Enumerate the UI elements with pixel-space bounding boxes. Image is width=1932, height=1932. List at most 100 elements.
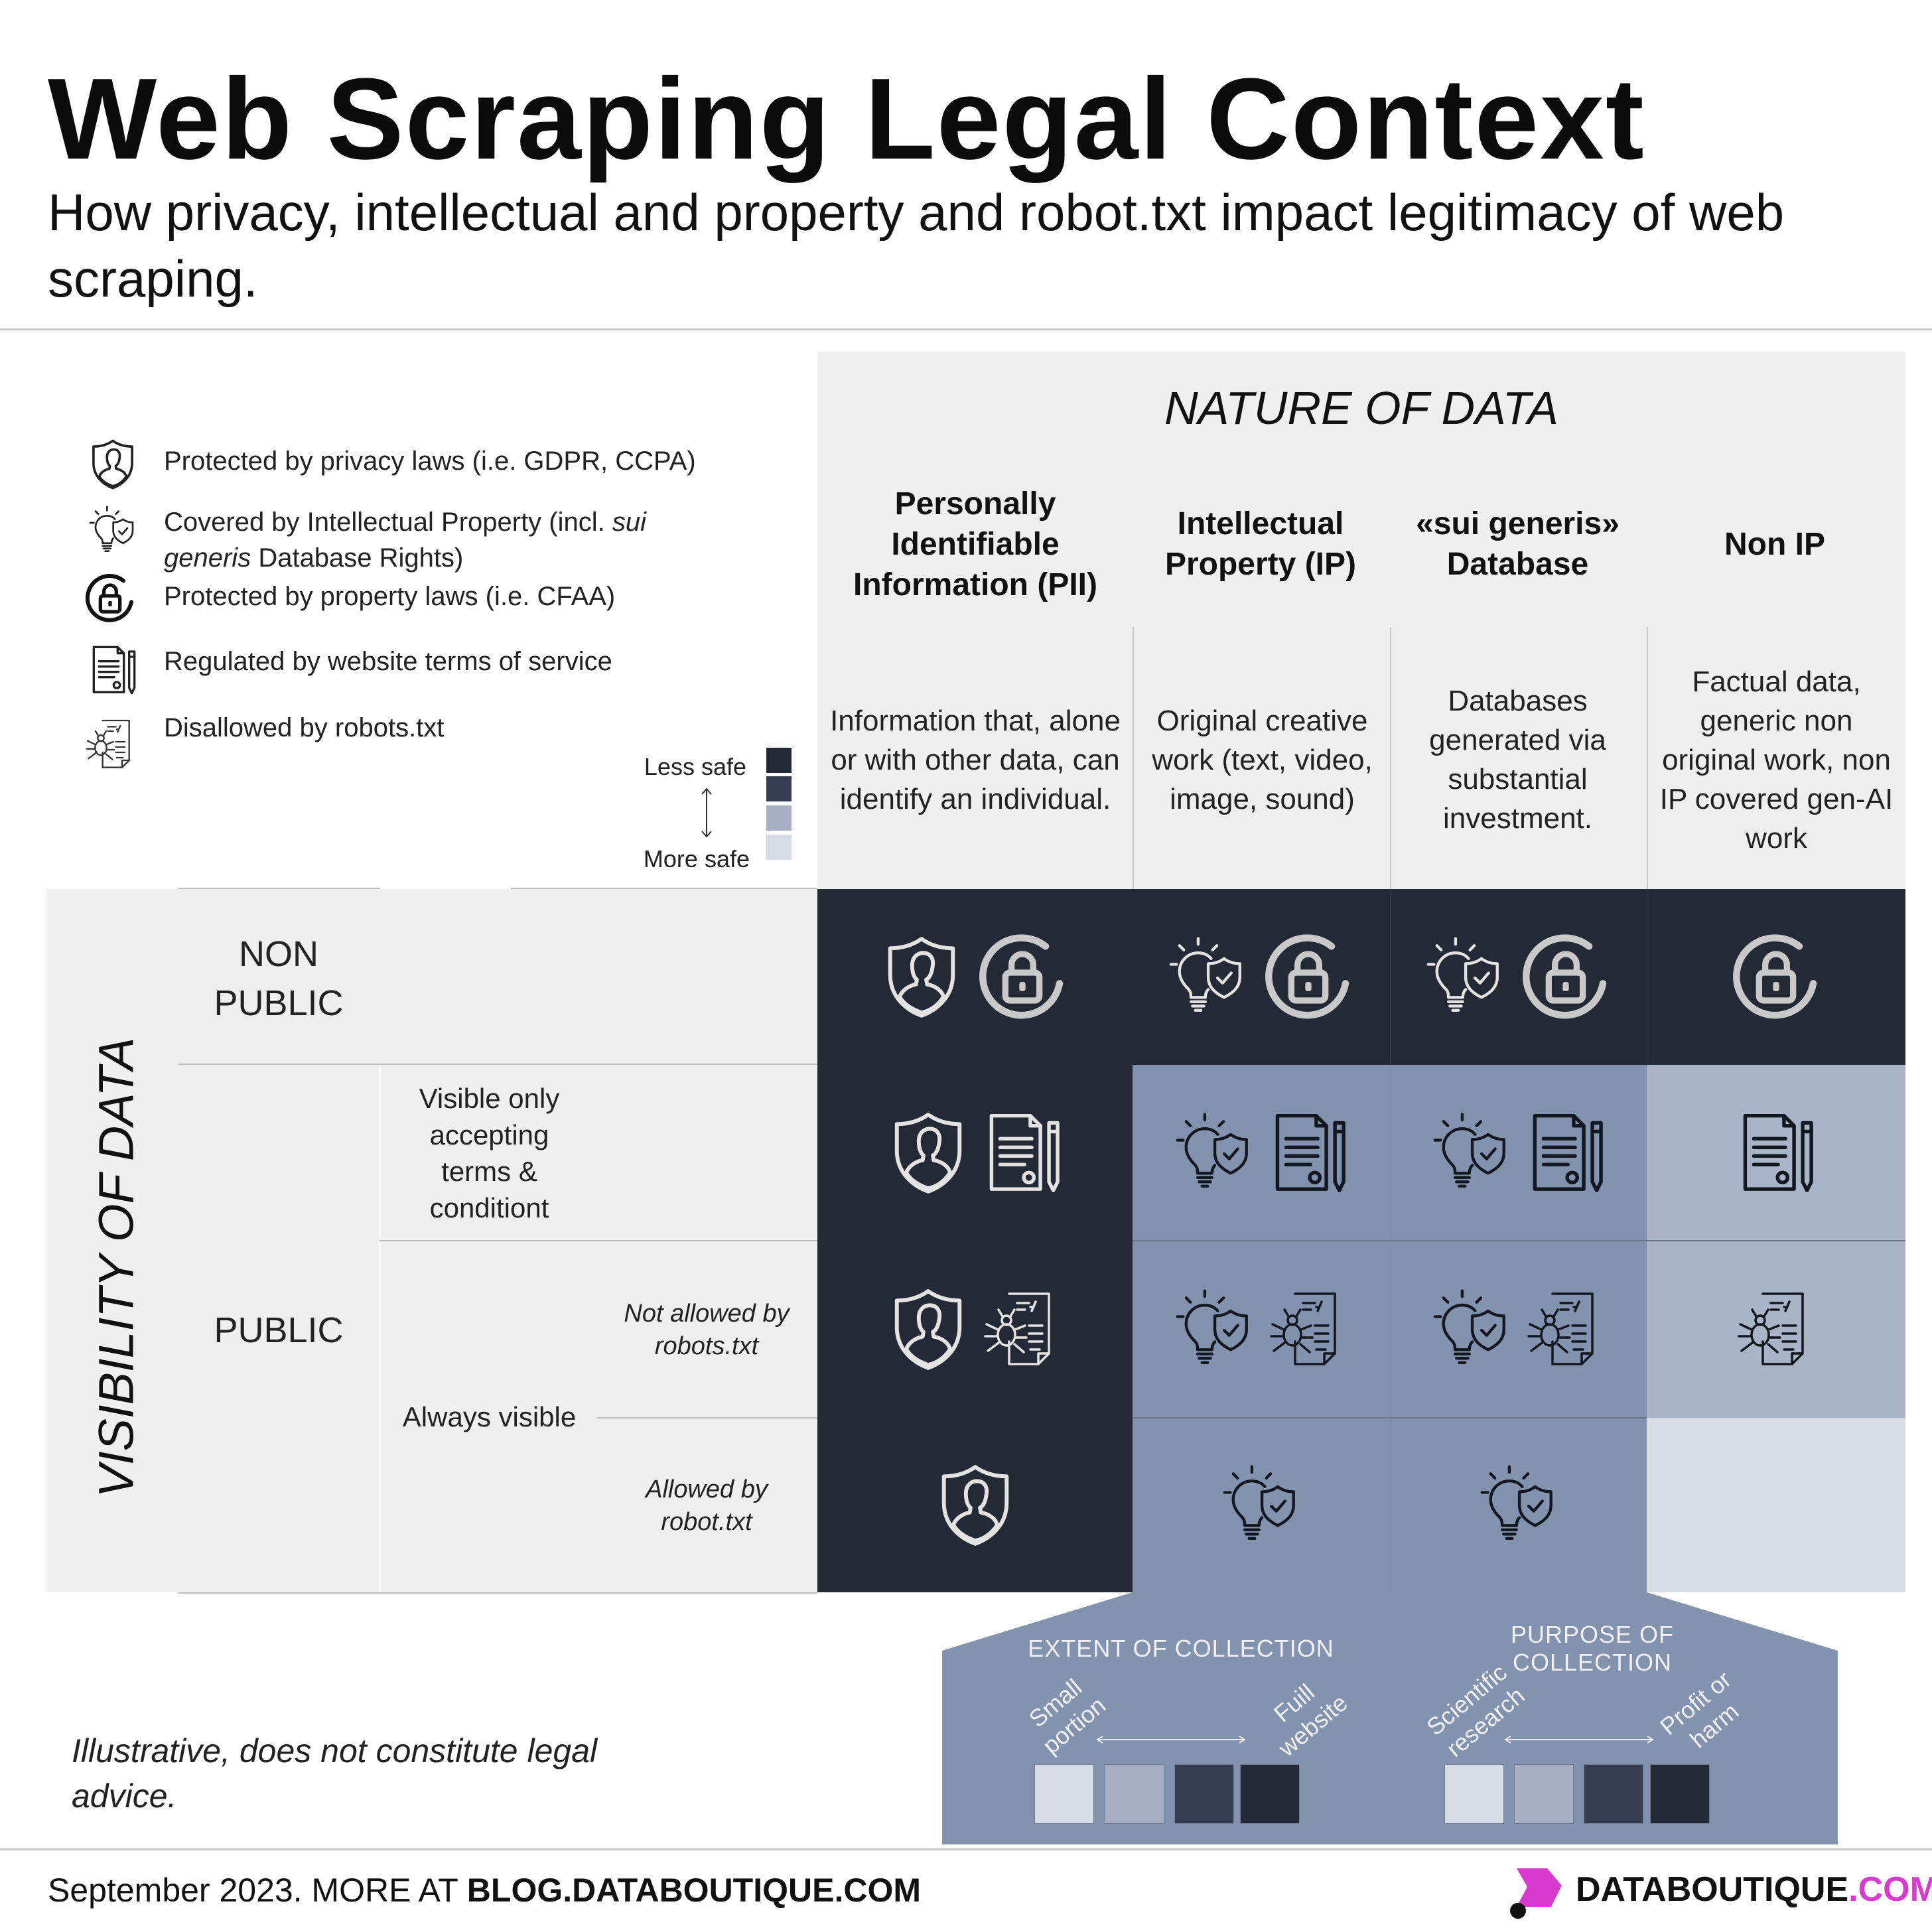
lock-circle-icon	[84, 572, 137, 625]
scale-swatch-3	[766, 805, 792, 831]
cell-robots-sui-generis	[1390, 1241, 1647, 1418]
vis-row-rule-2	[380, 1240, 817, 1241]
shield-person-icon	[935, 1462, 1015, 1549]
visibility-of-data-title: VISIBILITY OF DATA	[88, 1037, 144, 1497]
column-header-sui-generis: «sui generis» Database	[1416, 506, 1620, 582]
robots-bug-icon	[1736, 1286, 1816, 1373]
robots-bug-icon	[1269, 1286, 1348, 1373]
footer-text: September 2023. MORE AT BLOG.DATABOUTIQU…	[48, 1872, 922, 1909]
scale-arrow-icon	[701, 788, 712, 838]
document-pen-icon	[86, 644, 139, 697]
shield-person-icon	[882, 934, 961, 1020]
nature-of-data-title: NATURE OF DATA	[1164, 382, 1558, 434]
document-pen-icon	[1736, 1110, 1816, 1196]
cell-terms-non-ip	[1647, 1065, 1905, 1241]
blog-link[interactable]: BLOG.DATABOUTIQUE.COM	[466, 1872, 922, 1909]
lightbulb-shield-icon	[1221, 1462, 1301, 1549]
header-divider-3	[1647, 627, 1648, 889]
cell-nonpublic-sui-generis	[1390, 889, 1647, 1065]
page-title: Web Scraping Legal Context	[48, 54, 1645, 183]
scale-more-safe: More safe	[643, 845, 750, 872]
purpose-swatch-3	[1584, 1764, 1643, 1824]
header-divider-2	[1390, 627, 1391, 889]
robots-bug-icon	[983, 1286, 1062, 1373]
cell-robots-ip	[1133, 1241, 1390, 1418]
scale-swatch-1	[766, 748, 792, 773]
lightbulb-shield-icon	[1174, 1286, 1254, 1373]
row-label-not-allowed: Not allowed by robots.txt	[624, 1300, 790, 1360]
row-label-public: PUBLIC	[214, 1310, 344, 1350]
grid-vline-1	[1390, 1065, 1391, 1592]
column-header-non-ip: Non IP	[1724, 526, 1825, 562]
column-desc-sui-generis: Databases generated via substantial inve…	[1429, 685, 1606, 835]
grid-rule-1	[1133, 1240, 1905, 1241]
cell-nonpublic-non-ip	[1647, 889, 1905, 1065]
purpose-swatch-4	[1650, 1764, 1710, 1824]
cell-allowed-ip	[1133, 1418, 1390, 1592]
extent-swatch-3	[1174, 1764, 1234, 1824]
document-pen-icon	[983, 1110, 1062, 1196]
extent-swatch-2	[1105, 1764, 1164, 1824]
lock-circle-icon	[1730, 931, 1823, 1024]
extent-swatch-1	[1034, 1764, 1094, 1824]
cell-robots-pii	[817, 1241, 1133, 1418]
cell-allowed-pii	[817, 1418, 1133, 1592]
document-pen-icon	[1269, 1110, 1348, 1196]
row-label-always-visible: Always visible	[402, 1401, 577, 1432]
cell-terms-ip	[1133, 1065, 1390, 1241]
purpose-title: PURPOSE OF COLLECTION	[1510, 1621, 1675, 1676]
vis-top-rule-1	[178, 888, 380, 889]
column-desc-pii: Information that, alone or with other da…	[830, 704, 1121, 815]
row-label-non-public: NON PUBLIC	[214, 934, 344, 1023]
databoutique-logo-icon	[1510, 1868, 1562, 1919]
lock-circle-icon	[1519, 931, 1612, 1024]
legend-item-privacy: Protected by privacy laws (i.e. GDPR, CC…	[164, 447, 696, 476]
legend-item-robots: Disallowed by robots.txt	[164, 713, 445, 742]
row-label-allowed: Allowed by robot.txt	[646, 1476, 768, 1536]
lightbulb-shield-icon	[86, 504, 139, 557]
legend-item-property: Protected by property laws (i.e. CFAA)	[164, 582, 616, 611]
document-pen-icon	[1526, 1110, 1606, 1196]
legend-item-terms: Regulated by website terms of service	[164, 647, 612, 676]
lightbulb-shield-icon	[1174, 1110, 1254, 1196]
header-divider	[0, 328, 1932, 330]
cell-terms-pii	[817, 1065, 1133, 1241]
shield-person-icon	[888, 1110, 968, 1196]
shield-person-icon	[86, 438, 139, 491]
vis-col-divider	[380, 1065, 381, 1592]
scale-less-safe: Less safe	[644, 753, 746, 780]
lightbulb-shield-icon	[1432, 1110, 1511, 1196]
cell-nonpublic-ip	[1133, 889, 1390, 1065]
nature-header-panel	[817, 352, 1905, 889]
lock-circle-icon	[1262, 931, 1355, 1024]
shield-person-icon	[888, 1286, 968, 1373]
disclaimer: Illustrative, does not constitute legal …	[72, 1732, 598, 1815]
vis-row-rule-1	[178, 1064, 817, 1065]
page-subtitle: How privacy, intellectual and property a…	[48, 183, 1785, 308]
purpose-swatch-2	[1514, 1764, 1574, 1824]
grid-rule-2	[1133, 1417, 1647, 1418]
footer-divider	[0, 1848, 1932, 1850]
extent-arrow-icon	[1096, 1736, 1246, 1744]
lightbulb-shield-icon	[1168, 934, 1247, 1020]
lightbulb-shield-icon	[1479, 1462, 1558, 1549]
vis-top-rule-2	[511, 888, 817, 889]
scale-swatch-2	[766, 776, 792, 801]
column-desc-non-ip: Factual data, generic non original work,…	[1659, 665, 1894, 855]
cell-robots-non-ip	[1647, 1241, 1905, 1418]
extent-title: EXTENT OF COLLECTION	[1028, 1635, 1334, 1662]
robots-bug-icon	[85, 718, 138, 771]
extent-swatch-4	[1240, 1764, 1300, 1824]
lock-circle-icon	[976, 931, 1069, 1024]
vis-bottom-rule	[178, 1592, 817, 1594]
purpose-swatch-1	[1444, 1764, 1504, 1824]
cell-nonpublic-pii	[817, 889, 1133, 1065]
header-divider-1	[1133, 627, 1134, 889]
legend-item-ip: Covered by Intellectual Property (incl. …	[164, 508, 646, 573]
column-desc-ip: Original creative work (text, video, ima…	[1152, 704, 1373, 815]
brand-name[interactable]: DATABOUTIQUE.COM	[1576, 1870, 1932, 1909]
vis-row-rule-3	[597, 1417, 817, 1418]
lightbulb-shield-icon	[1425, 934, 1505, 1020]
visibility-title-wrap: VISIBILITY OF DATA	[89, 1037, 144, 1497]
purpose-arrow-icon	[1504, 1736, 1654, 1744]
